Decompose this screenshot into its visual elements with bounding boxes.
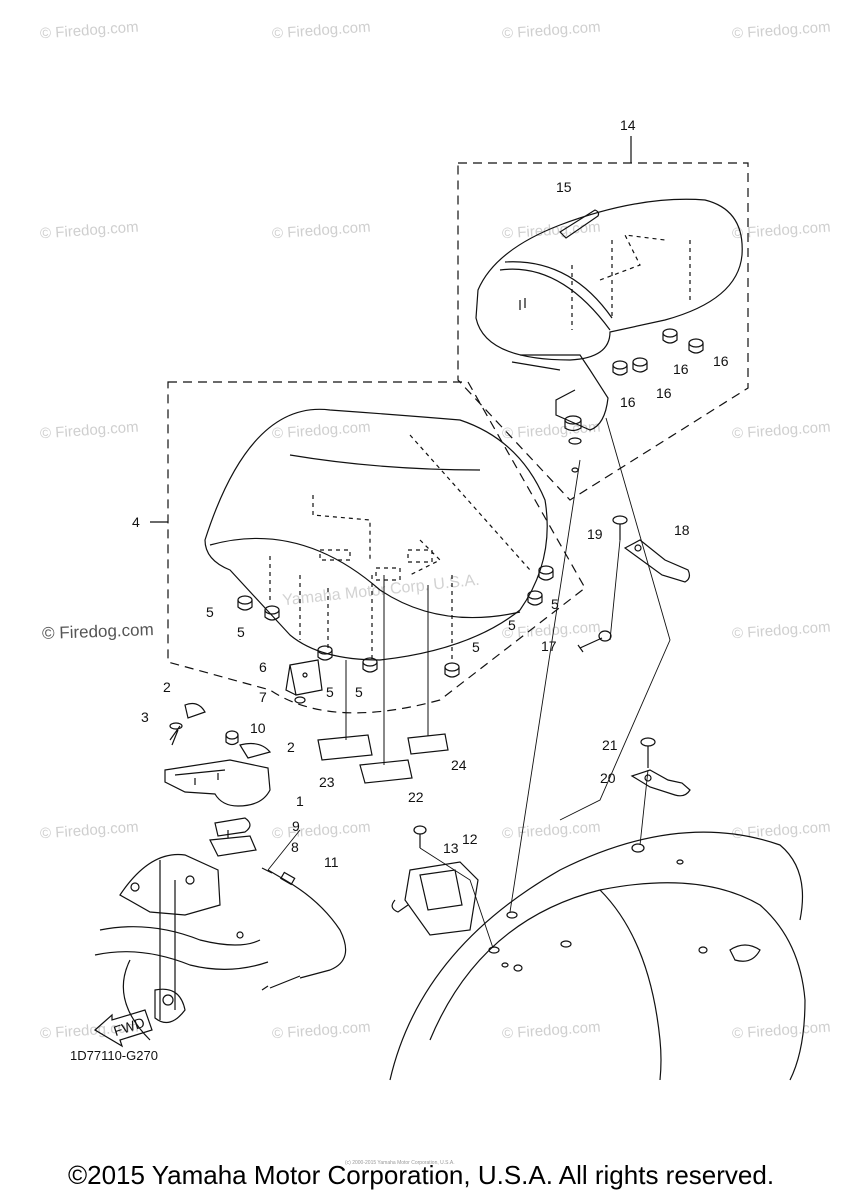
callout-16: 16: [620, 394, 636, 410]
callout-5: 5: [508, 617, 516, 633]
spacer: [564, 415, 582, 473]
pad-24: [407, 733, 449, 755]
diagram-code: 1D77110-G270: [70, 1048, 158, 1063]
callout-20: 20: [600, 770, 616, 786]
callout-4: 4: [132, 514, 140, 530]
callout-13: 13: [443, 840, 459, 856]
callout-5: 5: [551, 596, 559, 612]
seat-latch-12: [391, 825, 479, 936]
callout-21: 21: [602, 737, 618, 753]
callout-6: 6: [259, 659, 267, 675]
callout-5: 5: [355, 684, 363, 700]
callout-23: 23: [319, 774, 335, 790]
callout-10: 10: [250, 720, 266, 736]
nut-5: [237, 565, 554, 678]
callout-2: 2: [287, 739, 295, 755]
callout-14: 14: [620, 117, 636, 133]
callout-22: 22: [408, 789, 424, 805]
pad-23: [317, 734, 373, 761]
seat-lock-assembly: [164, 702, 272, 857]
callout-12: 12: [462, 831, 478, 847]
group-box-14: [457, 162, 749, 501]
callout-15: 15: [556, 179, 572, 195]
callout-5: 5: [237, 624, 245, 640]
callout-17: 17: [541, 638, 557, 654]
passenger-seat: [475, 198, 743, 431]
callout-24: 24: [451, 757, 467, 773]
callout-18: 18: [674, 522, 690, 538]
callout-labels: 1 2 2 3 4 5 5 5 5 5 5 5 6 7 8 9 10 11 12…: [111, 117, 728, 1039]
rear-fender: [389, 831, 806, 1081]
cable-11: [261, 867, 347, 991]
callout-11: 11: [324, 854, 339, 870]
bolt-21: [640, 737, 656, 768]
fwd-label: FWD: [111, 1014, 146, 1039]
callout-16: 16: [713, 353, 729, 369]
bracket-20: [630, 769, 691, 797]
callout-19: 19: [587, 526, 603, 542]
leader: [345, 575, 429, 765]
callout-16: 16: [656, 385, 672, 401]
bolt-17: [577, 630, 612, 653]
callout-1: 1: [296, 793, 304, 809]
callout-9: 9: [292, 818, 300, 834]
bracket-6: [285, 659, 323, 704]
callout-3: 3: [141, 709, 149, 725]
callout-16: 16: [673, 361, 689, 377]
copyright-footer: ©2015 Yamaha Motor Corporation, U.S.A. A…: [67, 1160, 775, 1190]
callout-5: 5: [472, 639, 480, 655]
callout-5: 5: [206, 604, 214, 620]
main-seat: [204, 408, 548, 661]
callout-7: 7: [259, 689, 267, 705]
leader: [267, 417, 671, 949]
frame: [94, 853, 269, 1041]
bracket-18: [623, 539, 691, 583]
tiny-copyright: (c) 2000-2015 Yamaha Motor Corporation, …: [345, 1160, 455, 1166]
bolt-19: [612, 515, 628, 540]
callout-8: 8: [291, 839, 299, 855]
fwd-arrow: [93, 1009, 153, 1048]
callout-5: 5: [326, 684, 334, 700]
pad-22: [359, 759, 413, 784]
group-box-4: [167, 381, 586, 714]
nut-16: [612, 328, 704, 376]
callout-2: 2: [163, 679, 171, 695]
